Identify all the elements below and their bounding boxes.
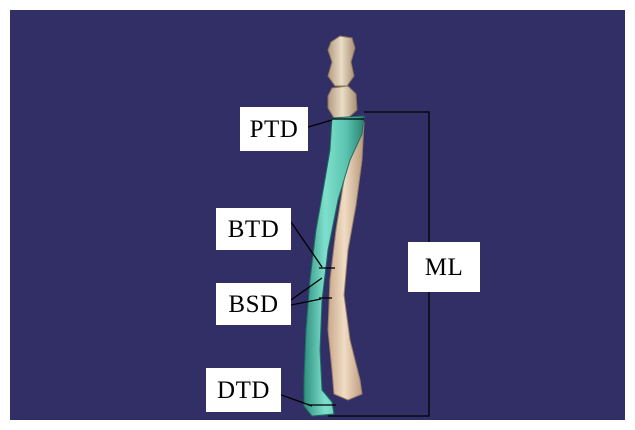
btd-label: BTD	[216, 208, 291, 250]
ml-label: ML	[408, 242, 480, 292]
ptd-label: PTD	[240, 107, 308, 151]
3d-viewport: PTD BTD BSD DTD ML	[10, 10, 625, 420]
bone-illustration	[10, 10, 625, 420]
carpal-bones	[328, 36, 357, 118]
bsd-label: BSD	[216, 283, 291, 325]
dtd-label: DTD	[206, 368, 281, 412]
